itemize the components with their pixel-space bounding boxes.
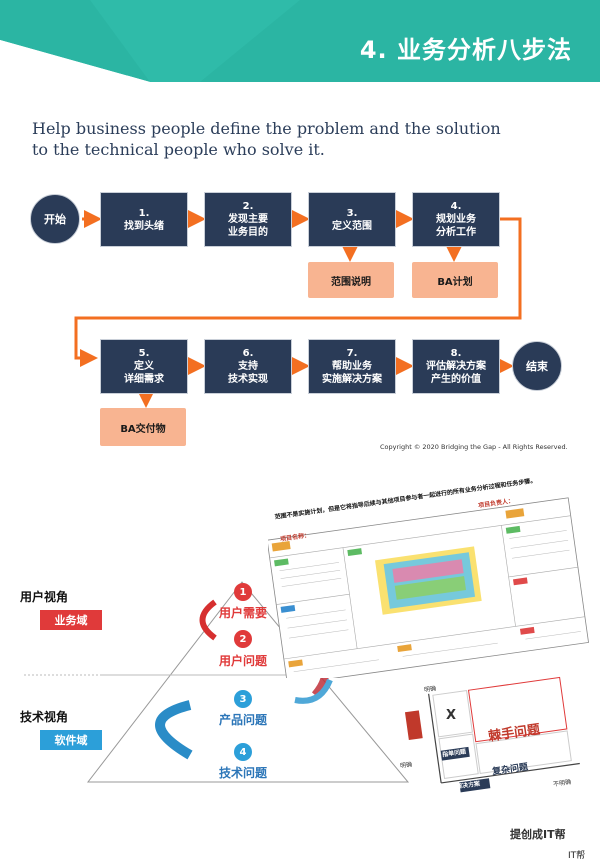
step-number: 5.: [138, 348, 150, 359]
flow-step-5: 5. 定义 详细需求: [100, 339, 188, 394]
watermark-sub: IT帮: [568, 851, 586, 861]
step-number: 1.: [138, 207, 150, 219]
step-label: 发现主要: [228, 214, 268, 225]
deliverable-ba-plan: BA计划: [412, 262, 498, 298]
software-domain-badge: 软件域: [40, 730, 102, 750]
deliverable-ba: BA交付物: [100, 408, 186, 446]
flow-connectors: [74, 210, 522, 408]
header-banner: [0, 0, 600, 82]
step-number: 2.: [242, 201, 254, 212]
pyramid-level-4: 技术问题: [218, 766, 267, 780]
step-label-2: 实施解决方案: [322, 374, 382, 385]
scope-canvas-document: 范围不是实施计划，但是它将指导后续与其他项目参与者一起进行的所有业务分析过程和任…: [268, 477, 590, 678]
page-title: 4. 业务分析八步法: [359, 36, 572, 64]
step-label: 帮助业务: [332, 361, 372, 372]
matrix-y-axis-label: 明确: [423, 685, 437, 694]
step-number: 7.: [346, 348, 358, 359]
flow-end: 结束: [512, 341, 562, 391]
business-domain-badge: 业务域: [40, 610, 102, 630]
step-label-2: 业务目的: [228, 227, 268, 238]
pyramid-level-1: 用户需要: [218, 606, 267, 620]
step-number: 6.: [242, 348, 254, 359]
flow-step-1: 1. 找到头绪: [100, 192, 188, 247]
pyramid-num-4: 4: [234, 743, 252, 761]
step-label: 定义: [134, 361, 154, 372]
step-label-2: 产生的价值: [431, 374, 481, 385]
flow-step-8: 8. 评估解决方案 产生的价值: [412, 339, 500, 394]
deliverable-scope: 范围说明: [308, 262, 394, 298]
problem-matrix: [404, 676, 580, 793]
step-label: 评估解决方案: [426, 361, 486, 372]
pyramid-num-2: 2: [234, 630, 252, 648]
copyright-text: Copyright © 2020 Bridging the Gap - All …: [380, 443, 568, 451]
subtitle-text: Help business people define the problem …: [32, 119, 501, 159]
pyramid-level-2: 用户问题: [218, 654, 267, 668]
flow-start: 开始: [30, 194, 80, 244]
user-view-label: 用户视角: [20, 590, 69, 604]
step-label: 定义范围: [332, 220, 372, 232]
pyramid-num-3: 3: [234, 690, 252, 708]
tech-view-label: 技术视角: [20, 710, 69, 724]
flow-step-3: 3. 定义范围: [308, 192, 396, 247]
pyramid-num-1: 1: [234, 583, 252, 601]
step-number: 4.: [450, 201, 462, 212]
matrix-left-label: 明确: [399, 761, 413, 770]
step-label-2: 分析工作: [436, 227, 476, 238]
step-number: 8.: [450, 348, 462, 359]
step-label: 规划业务: [436, 214, 476, 225]
step-label-2: 技术实现: [228, 374, 268, 385]
watermark-text: 提创成IT帮: [510, 828, 566, 841]
flow-step-4: 4. 规划业务 分析工作: [412, 192, 500, 247]
flow-step-6: 6. 支持 技术实现: [204, 339, 292, 394]
matrix-x-mark: X: [446, 708, 457, 723]
flow-step-7: 7. 帮助业务 实施解决方案: [308, 339, 396, 394]
step-label: 支持: [238, 361, 258, 372]
step-label: 找到头绪: [124, 220, 164, 232]
step-number: 3.: [346, 207, 358, 219]
step-label-2: 详细需求: [124, 374, 164, 385]
flow-step-2: 2. 发现主要 业务目的: [204, 192, 292, 247]
pyramid-level-3: 产品问题: [218, 713, 267, 727]
